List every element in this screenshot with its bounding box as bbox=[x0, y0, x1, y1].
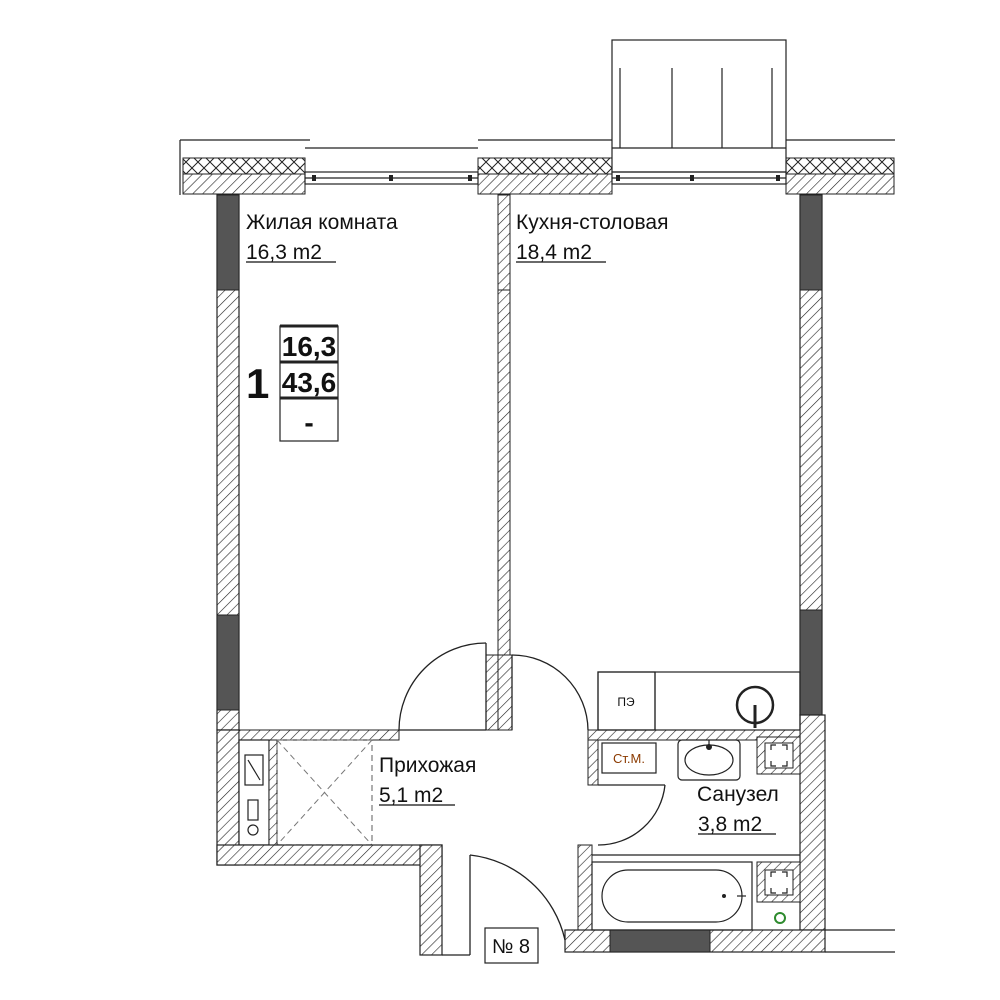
hallway-name: Прихожая bbox=[379, 754, 476, 777]
badge-total-area: 43,6 bbox=[282, 367, 337, 398]
hall-closet bbox=[238, 739, 373, 866]
window-living bbox=[304, 147, 479, 185]
apartment-number-box bbox=[484, 927, 539, 964]
kitchen-name: Кухня-столовая bbox=[516, 211, 668, 234]
kitchen-area: 18,4 m2 bbox=[516, 241, 592, 264]
apartment-number: № 8 bbox=[492, 936, 530, 958]
kitchen-sink-icon bbox=[735, 685, 775, 728]
badge-living-area: 16,3 bbox=[282, 331, 337, 362]
right-wall bbox=[799, 194, 895, 953]
bathroom-area: 3,8 m2 bbox=[698, 813, 762, 836]
left-wall bbox=[216, 194, 240, 866]
hall-top-wall bbox=[238, 729, 801, 741]
badge-rooms-count: 1 bbox=[246, 360, 269, 407]
door-kitchen bbox=[511, 654, 589, 731]
balcony bbox=[611, 39, 787, 173]
washer-icon bbox=[601, 742, 657, 774]
door-living bbox=[398, 642, 487, 731]
hallway-area: 5,1 m2 bbox=[379, 784, 443, 807]
badge-extra: - bbox=[304, 407, 313, 438]
sink-icon bbox=[677, 739, 741, 781]
washer-label: Ст.М. bbox=[613, 751, 645, 766]
stove-icon bbox=[597, 671, 656, 731]
living-room-name: Жилая комната bbox=[246, 211, 398, 234]
entrance-door bbox=[469, 854, 566, 955]
bathtub-icon bbox=[591, 861, 753, 931]
stove-label: ПЭ bbox=[617, 695, 635, 709]
floor-drain-icon bbox=[774, 912, 786, 924]
toilet-riser-icon bbox=[756, 736, 801, 775]
exterior-top-wall bbox=[179, 139, 895, 195]
riser-shaft-icon bbox=[756, 861, 801, 903]
door-bathroom bbox=[597, 784, 666, 846]
living-room-area: 16,3 m2 bbox=[246, 241, 322, 264]
hall-bottom-wall bbox=[216, 844, 470, 956]
apartment-badge bbox=[279, 324, 339, 442]
window-kitchen bbox=[611, 171, 787, 185]
partition-living-kitchen bbox=[485, 194, 513, 731]
bathroom-name: Санузел bbox=[697, 783, 779, 806]
bathroom-walls bbox=[564, 739, 826, 953]
